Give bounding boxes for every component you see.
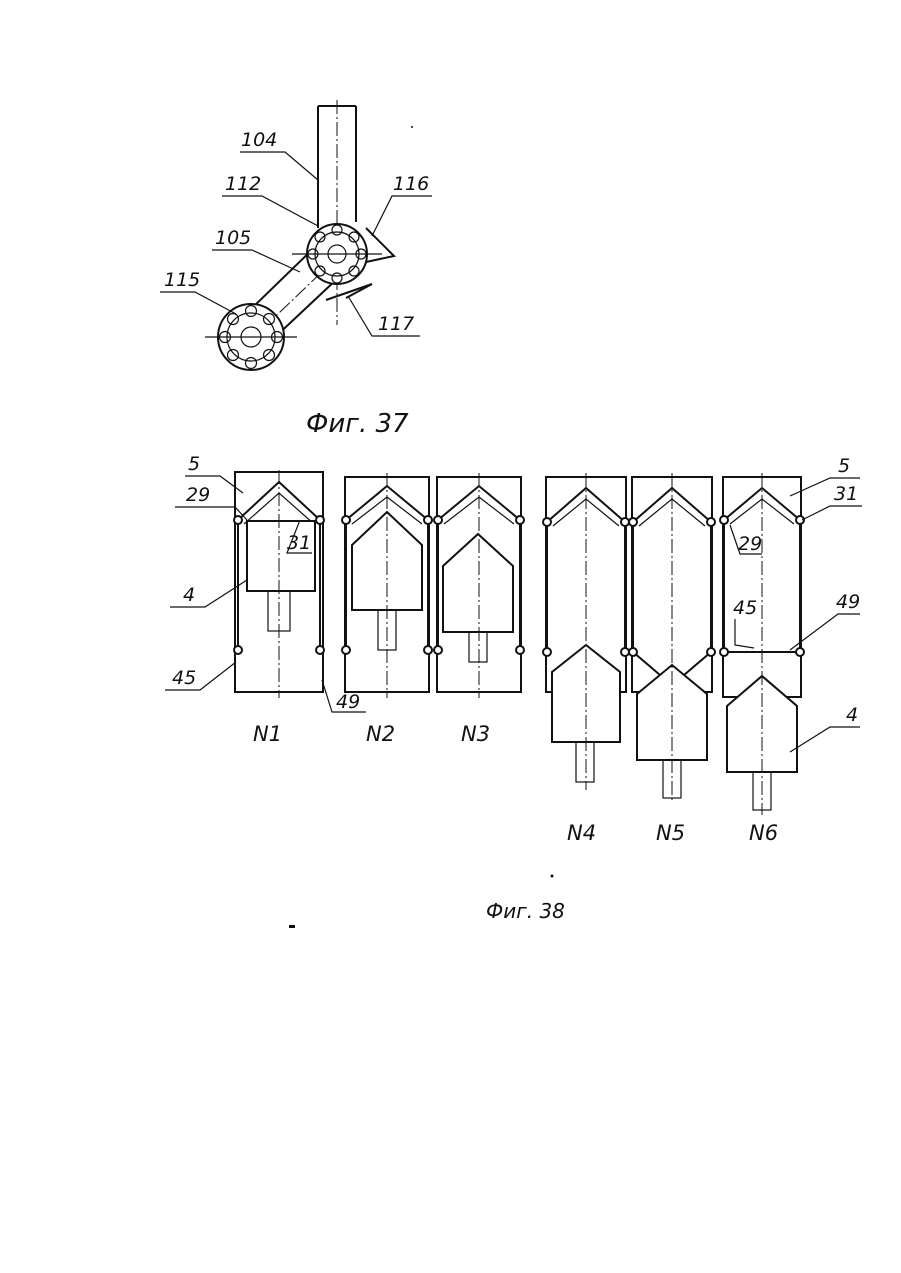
caption-fig37: Фиг. 37 xyxy=(306,409,409,439)
leader-112 xyxy=(222,196,318,226)
label-4-left: 4 xyxy=(183,584,195,606)
stage-n2 xyxy=(342,473,432,698)
speck xyxy=(411,126,413,128)
stage-label-n5: N5 xyxy=(656,821,685,845)
label-5-right: 5 xyxy=(838,455,850,477)
label-104: 104 xyxy=(241,129,277,151)
stage-n4 xyxy=(543,473,629,790)
stage-label-n4: N4 xyxy=(567,821,596,845)
stage-n1 xyxy=(234,470,324,698)
speck xyxy=(551,875,554,878)
stage-n3 xyxy=(434,473,524,698)
stage-label-n3: N3 xyxy=(461,722,490,746)
leader-31-right xyxy=(802,506,862,520)
label-49-right: 49 xyxy=(836,591,860,613)
leader-105 xyxy=(212,250,300,272)
label-5-left: 5 xyxy=(188,453,200,475)
stage-n5 xyxy=(629,473,715,800)
label-29-right: 29 xyxy=(738,533,762,555)
stage-n6 xyxy=(720,473,804,815)
rod xyxy=(469,632,487,662)
label-112: 112 xyxy=(225,173,261,195)
label-117: 117 xyxy=(378,313,414,335)
figure-38: 5 29 31 4 45 49 5 31 29 45 49 4 N1 N2 N3… xyxy=(165,453,862,923)
label-29-left: 29 xyxy=(186,484,210,506)
label-31-left: 31 xyxy=(287,532,311,554)
body-4 xyxy=(443,534,513,632)
label-49-left: 49 xyxy=(336,691,360,713)
label-45-right: 45 xyxy=(733,597,757,619)
label-4-right: 4 xyxy=(846,704,858,726)
speck xyxy=(289,925,295,928)
leader-4-right xyxy=(790,727,860,752)
rod xyxy=(576,742,594,782)
label-31-right: 31 xyxy=(834,483,858,505)
leader-45-right xyxy=(735,619,754,648)
figure-37: 104 112 105 115 116 117 Фиг. 37 xyxy=(160,100,432,439)
stop-116 xyxy=(366,228,394,262)
label-45-left: 45 xyxy=(172,667,196,689)
stage-label-n1: N1 xyxy=(253,722,282,746)
label-115: 115 xyxy=(164,269,200,291)
leader-115 xyxy=(160,292,236,314)
stage-label-n2: N2 xyxy=(366,722,395,746)
caption-fig38: Фиг. 38 xyxy=(486,899,565,923)
label-116: 116 xyxy=(393,173,429,195)
label-105: 105 xyxy=(215,227,251,249)
stage-label-n6: N6 xyxy=(749,821,778,845)
leader-116 xyxy=(372,196,432,236)
